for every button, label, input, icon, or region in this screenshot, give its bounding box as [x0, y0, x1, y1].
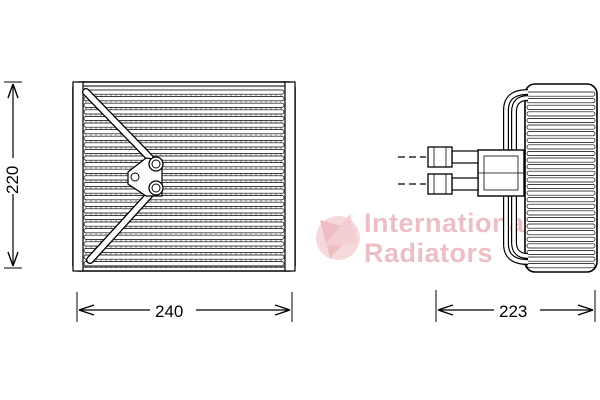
side-upper-connector [398, 146, 479, 168]
front-fin-tube [83, 142, 285, 148]
side-fin-plate [526, 243, 596, 249]
side-lower-connector [398, 173, 479, 195]
front-fin-tube [83, 102, 285, 108]
front-fin-tube [83, 168, 285, 174]
arrow-right-icon [274, 304, 291, 316]
front-fin-tube [83, 155, 285, 161]
international-radiators-watermark: International Radiators [316, 208, 532, 268]
side-fin-plate [526, 111, 596, 117]
front-fin-tube [83, 248, 285, 253]
front-fin-tube [83, 215, 285, 220]
front-fin-tube [83, 234, 285, 240]
arrow-down-icon [7, 251, 19, 267]
side-refrigerant-pipes [503, 89, 529, 265]
front-fin-tube [83, 261, 285, 267]
side-fin-plate [526, 177, 596, 183]
front-fin-tube [83, 89, 285, 95]
side-fin-plate [526, 190, 596, 196]
watermark-line2: Radiators [364, 238, 493, 268]
front-fin-tube [83, 122, 285, 128]
side-fin-plate [526, 217, 596, 222]
side-fin-plate [526, 184, 596, 189]
side-fin-plate [526, 170, 596, 176]
side-depth-dimension-label: 223 [499, 302, 527, 321]
side-fin-plate [526, 210, 596, 216]
watermark-logo-emblem [316, 214, 360, 260]
height-dimension: 220 [2, 81, 24, 269]
side-fin-plate [526, 230, 596, 236]
front-fin-tube [83, 188, 285, 194]
lower-fitting-nut [427, 173, 453, 195]
front-fin-tube [83, 96, 285, 102]
front-right-tank [284, 81, 296, 272]
side-fin-plate [526, 91, 596, 97]
front-fin-tube [83, 109, 285, 115]
side-fin-plate [526, 256, 596, 262]
arrow-right-icon [577, 304, 594, 316]
front-core-fins [83, 89, 285, 269]
front-fin-tube [83, 116, 285, 121]
side-fin-plate [526, 164, 596, 170]
side-fin-plate [526, 263, 596, 269]
side-depth-dimension: 223 [435, 290, 596, 322]
upper-fitting-nut [427, 146, 453, 168]
side-fin-plate [526, 98, 596, 104]
front-fin-tube [83, 208, 285, 214]
side-fin-plate [526, 223, 596, 229]
side-fin-plate [526, 137, 596, 143]
side-fin-plate [526, 197, 596, 203]
side-fin-plate [526, 203, 596, 209]
front-fin-tube [83, 162, 285, 168]
front-fin-tube [83, 175, 285, 181]
side-core-fins [526, 91, 596, 269]
height-dimension-label: 220 [3, 166, 22, 194]
side-fin-plate [526, 118, 596, 123]
front-fin-tube [83, 195, 285, 201]
arrow-up-icon [7, 83, 19, 99]
side-fin-plate [526, 131, 596, 137]
side-fin-plate [526, 124, 596, 130]
front-left-tank [72, 81, 84, 272]
front-fin-tube [83, 201, 285, 207]
front-fin-tube [83, 149, 285, 154]
front-diagonal-tubes [82, 88, 156, 264]
front-fin-tube [83, 135, 285, 141]
front-pipe-fitting-block [127, 156, 164, 197]
fitting-bolt-icon [130, 172, 140, 182]
front-fin-tube [83, 182, 285, 187]
front-fin-tube [83, 254, 285, 260]
arrow-left-icon [78, 304, 95, 316]
front-fin-tube [83, 241, 285, 247]
front-width-dimension: 240 [76, 292, 293, 322]
front-width-dimension-label: 240 [155, 302, 183, 321]
side-fin-plate [526, 250, 596, 255]
arrow-left-icon [437, 304, 454, 316]
side-fin-plate [526, 151, 596, 156]
front-fin-tube [83, 221, 285, 227]
side-view [398, 83, 598, 273]
side-fin-plate [526, 144, 596, 150]
front-fin-tube [83, 129, 285, 135]
side-fin-plate [526, 104, 596, 110]
front-fin-tube [83, 228, 285, 234]
side-fin-plate [526, 157, 596, 163]
side-fin-plate [526, 236, 596, 242]
front-view [72, 81, 296, 272]
